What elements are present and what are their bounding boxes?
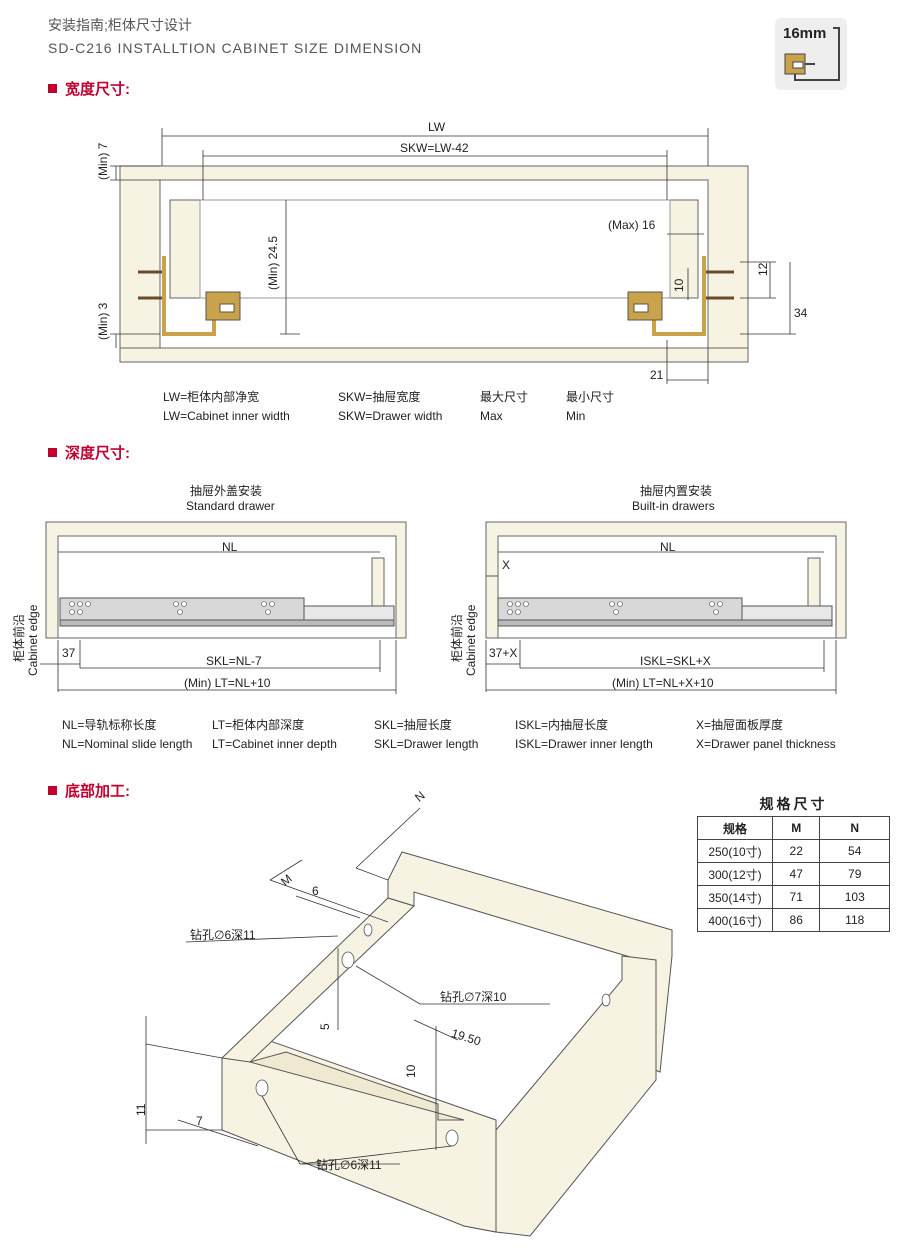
legend-lw: LW=柜体内部净宽 LW=Cabinet inner width	[163, 388, 290, 426]
depth-37x: 37+X	[489, 646, 518, 660]
depth-37: 37	[62, 646, 76, 660]
thickness-badge: 16mm	[775, 18, 847, 90]
table-row: 400(16寸) 86 118	[697, 908, 890, 932]
depth-x: X	[502, 558, 511, 572]
spec-header: 规格	[697, 816, 773, 840]
depth-builtin	[485, 521, 847, 639]
legend-skw: SKW=抽屉宽度 SKW=Drawer width	[338, 388, 442, 426]
drill-7: 钻孔∅7深10	[440, 990, 507, 1004]
spec-cell: 350(14寸)	[697, 885, 773, 909]
depth-diagram	[40, 521, 847, 694]
legend-lt: LT=柜体内部深度 LT=Cabinet inner depth	[212, 716, 337, 754]
legend-min-cn: 最小尺寸	[566, 390, 615, 404]
legend-nl: NL=导轨标称长度 NL=Nominal slide length	[62, 716, 192, 754]
legend-iskl-en: ISKL=Drawer inner length	[515, 737, 653, 751]
page-title-en: SD-C216 INSTALLTION CABINET SIZE DIMENSI…	[48, 40, 423, 56]
width-diagram	[110, 128, 796, 384]
spec-cell: 250(10寸)	[697, 839, 773, 863]
legend-max-cn: 最大尺寸	[480, 390, 529, 404]
legend-skl-cn: SKL=抽屉长度	[374, 718, 452, 732]
spec-cell: 300(12寸)	[697, 862, 773, 886]
legend-max-en: Max	[480, 409, 503, 423]
legend-skl: SKL=抽屉长度 SKL=Drawer length	[374, 716, 478, 754]
section-depth-title: 深度尺寸:	[48, 442, 130, 463]
legend-lw-cn: LW=柜体内部净宽	[163, 390, 260, 404]
depth-bi-en: Built-in drawers	[632, 499, 715, 513]
legend-lt-cn: LT=柜体内部深度	[212, 718, 305, 732]
spec-cell: 79	[819, 862, 890, 886]
depth-std-en: Standard drawer	[186, 499, 275, 513]
spec-header: N	[819, 816, 890, 840]
depth-std-nl: NL	[222, 540, 238, 554]
depth-bi-cn: 抽屉内置安装	[640, 484, 713, 498]
depth-lt-bi: (Min) LT=NL+X+10	[612, 676, 714, 690]
dim-10-bottom: 10	[404, 1064, 418, 1078]
spec-header-row: 规格 M N	[697, 816, 890, 840]
section-width-title: 宽度尺寸:	[48, 78, 130, 99]
spec-title: 规格尺寸	[759, 796, 828, 812]
dim-6: 6	[312, 884, 319, 898]
legend-x-en: X=Drawer panel thickness	[696, 737, 836, 751]
drill-6-top: 钻孔∅6深11	[190, 928, 256, 942]
table-row: 350(14寸) 71 103	[697, 885, 890, 909]
page-title-cn: 安装指南;柜体尺寸设计	[48, 17, 192, 33]
spec-cell: 103	[819, 885, 890, 909]
legend-skw-cn: SKW=抽屉宽度	[338, 390, 421, 404]
depth-skl: SKL=NL-7	[206, 654, 262, 668]
spec-cell: 47	[771, 862, 821, 886]
dim-skw: SKW=LW-42	[400, 141, 469, 155]
legend-lw-en: LW=Cabinet inner width	[163, 409, 290, 423]
spec-cell: 86	[771, 908, 821, 932]
legend-nl-en: NL=Nominal slide length	[62, 737, 193, 751]
thickness-badge-label: 16mm	[783, 25, 827, 42]
legend-x: X=抽屉面板厚度 X=Drawer panel thickness	[696, 716, 836, 754]
depth-standard	[45, 521, 407, 639]
legend-skw-en: SKW=Drawer width	[338, 409, 443, 423]
legend-min-en: Min	[566, 409, 586, 423]
legend-nl-cn: NL=导轨标称长度	[62, 718, 157, 732]
dim-7: 7	[196, 1114, 203, 1128]
legend-x-cn: X=抽屉面板厚度	[696, 718, 784, 732]
dim-21: 21	[650, 368, 664, 382]
dim-max16: (Max) 16	[608, 218, 656, 232]
dim-11: 11	[134, 1103, 148, 1116]
legend-skl-en: SKL=Drawer length	[374, 737, 479, 751]
drill-6-bottom: 钻孔∅6深11	[316, 1158, 382, 1172]
legend-lt-en: LT=Cabinet inner depth	[212, 737, 337, 751]
table-row: 300(12寸) 47 79	[697, 862, 890, 886]
legend-iskl-cn: ISKL=内抽屉长度	[515, 718, 609, 732]
section-depth-label: 深度尺寸:	[65, 445, 130, 462]
dim-34: 34	[794, 306, 808, 320]
legend-min: 最小尺寸 Min	[566, 388, 614, 426]
spec-table: 规格 M N 250(10寸) 22 54 300(12寸) 47 79 350…	[697, 816, 890, 932]
spec-cell: 54	[819, 839, 890, 863]
section-width-label: 宽度尺寸:	[65, 81, 130, 98]
legend-max: 最大尺寸 Max	[480, 388, 528, 426]
spec-cell: 400(16寸)	[697, 908, 773, 932]
depth-bi-nl: NL	[660, 540, 676, 554]
spec-cell: 71	[771, 885, 821, 909]
spec-cell: 22	[771, 839, 821, 863]
depth-iskl: ISKL=SKL+X	[640, 654, 711, 668]
dim-lw: LW	[428, 120, 446, 134]
spec-cell: 118	[819, 908, 890, 932]
depth-std-cn: 抽屉外盖安装	[190, 484, 263, 498]
legend-iskl: ISKL=内抽屉长度 ISKL=Drawer inner length	[515, 716, 653, 754]
depth-lt-std: (Min) LT=NL+10	[184, 676, 271, 690]
table-row: 250(10寸) 22 54	[697, 839, 890, 863]
section-bottom-title: 底部加工:	[48, 780, 130, 801]
dim-5: 5	[318, 1023, 332, 1030]
profile-icon	[784, 27, 840, 81]
spec-header: M	[771, 816, 821, 840]
section-bottom-label: 底部加工:	[65, 783, 130, 800]
